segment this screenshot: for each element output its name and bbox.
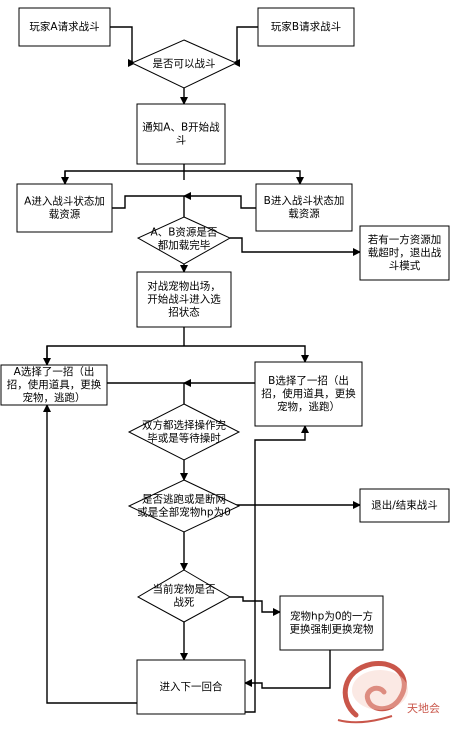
node-label: 对战宠物出场，开始战斗进入选招状态 — [147, 280, 221, 319]
edge-notify-split — [64, 164, 300, 184]
node-a-loading: A进入战斗状态加载资源 — [16, 183, 113, 233]
watermark-text: 天地会 — [407, 702, 440, 715]
label-line: 是否可以战斗 — [153, 58, 216, 70]
label-line: 退出/结束战斗 — [371, 499, 438, 512]
node-pets-enter: 对战宠物出场，开始战斗进入选招状态 — [136, 271, 232, 328]
label-line: 毕或是等待操时 — [147, 432, 221, 445]
edge-selects-to-both — [107, 383, 255, 404]
label-line: B进入战斗状态加 — [264, 194, 345, 207]
edge-pets-enter-split — [46, 327, 305, 365]
label-line: 若有一方资源加 — [368, 233, 442, 246]
label-line: A、B资源是否 — [151, 226, 218, 239]
label-line: 宠物，逃跑） — [277, 400, 340, 413]
label-line: 招状态 — [168, 306, 200, 319]
node-label: B进入战斗状态加载资源 — [264, 194, 345, 220]
nodes: 玩家A请求战斗 玩家B请求战斗 是否可以战斗 通知A、B开始战斗 A进入战斗状态… — [0, 7, 450, 715]
edge-petdead-to-switch — [230, 596, 281, 616]
label-line: 招，使用道具，更换 — [7, 378, 102, 391]
node-force-switch: 宠物hp为0的一方更换强制更换宠物 — [279, 595, 384, 651]
node-label: A进入战斗状态加载资源 — [24, 195, 105, 221]
label-line: 载超时，退出战 — [368, 246, 442, 259]
label-line: 载资源 — [49, 208, 81, 221]
node-notify-start: 通知A、B开始战斗 — [136, 103, 226, 165]
node-label: 通知A、B开始战斗 — [142, 121, 220, 147]
label-line: 开始战斗进入选 — [147, 293, 221, 306]
watermark: 天地会 — [337, 661, 440, 724]
node-exit-battle: 退出/结束战斗 — [359, 488, 450, 523]
node-label: B选择了一招（出招，使用道具，更换宠物，逃跑） — [261, 374, 356, 413]
label-line: A进入战斗状态加 — [24, 195, 105, 208]
label-line: 或是全部宠物hp为0 — [137, 506, 231, 519]
swirl-logo-icon — [337, 661, 408, 724]
node-label: A选择了一招（出招，使用道具，更换宠物，逃跑） — [7, 365, 102, 404]
edge-a-request-to-can-battle — [110, 26, 136, 67]
node-resources-loaded: A、B资源是否都加载完毕 — [136, 216, 232, 265]
node-label: A、B资源是否都加载完毕 — [151, 226, 218, 252]
node-player-b-request: 玩家B请求战斗 — [257, 7, 355, 47]
edge-loop-to-a — [43, 404, 137, 704]
node-load-timeout: 若有一方资源加载超时，退出战斗模式 — [359, 225, 450, 281]
label-line: 玩家A请求战斗 — [29, 20, 99, 33]
node-label: 进入下一回合 — [160, 680, 223, 693]
node-label: 是否逃跑或是断网或是全部宠物hp为0 — [137, 493, 231, 519]
node-label: 是否可以战斗 — [153, 58, 216, 70]
label-line: A选择了一招（出 — [14, 365, 95, 378]
label-line: 宠物hp为0的一方 — [290, 610, 373, 623]
node-b-loading: B进入战斗状态加载资源 — [255, 183, 353, 232]
edge-loading-to-check — [112, 196, 256, 217]
label-line: 更换强制更换宠物 — [290, 623, 374, 636]
label-line: 玩家B请求战斗 — [271, 20, 341, 33]
node-label: 退出/结束战斗 — [371, 499, 438, 512]
label-line: 宠物，逃跑） — [23, 391, 86, 404]
edge-b-request-to-can-battle — [232, 26, 258, 67]
node-label: 双方都选择操作完毕或是等待操时 — [142, 419, 226, 445]
label-line: 通知A、B开始战 — [142, 121, 220, 134]
label-line: 对战宠物出场， — [147, 280, 221, 293]
label-line: 双方都选择操作完 — [142, 419, 226, 432]
node-b-select: B选择了一招（出招，使用道具，更换宠物，逃跑） — [254, 361, 363, 427]
node-label: 宠物hp为0的一方更换强制更换宠物 — [290, 610, 374, 636]
node-pet-dead: 当前宠物是否战死 — [136, 569, 232, 623]
label-line: 是否逃跑或是断网 — [142, 493, 226, 506]
node-both-selected: 双方都选择操作完毕或是等待操时 — [127, 403, 241, 461]
node-escape-check: 是否逃跑或是断网或是全部宠物hp为0 — [127, 479, 241, 533]
node-label: 当前宠物是否战死 — [153, 583, 216, 609]
label-line: 都加载完毕 — [158, 239, 211, 252]
edge-check-to-timeout — [230, 237, 361, 256]
edge-switch-to-next — [244, 650, 331, 689]
label-line: 斗模式 — [389, 259, 421, 272]
label-line: 进入下一回合 — [160, 680, 223, 693]
label-line: 招，使用道具，更换 — [261, 387, 356, 400]
node-label: 玩家A请求战斗 — [29, 20, 99, 33]
node-label: 玩家B请求战斗 — [271, 20, 341, 33]
node-label: 若有一方资源加载超时，退出战斗模式 — [368, 233, 442, 272]
node-player-a-request: 玩家A请求战斗 — [18, 7, 111, 47]
label-line: B选择了一招（出 — [268, 374, 349, 387]
label-line: 当前宠物是否 — [153, 583, 216, 596]
label-line: 载资源 — [288, 207, 320, 220]
node-can-battle: 是否可以战斗 — [130, 39, 238, 89]
node-next-round: 进入下一回合 — [136, 659, 246, 715]
node-a-select: A选择了一招（出招，使用道具，更换宠物，逃跑） — [0, 364, 108, 406]
label-line: 斗 — [176, 135, 187, 147]
label-line: 战死 — [174, 597, 195, 609]
